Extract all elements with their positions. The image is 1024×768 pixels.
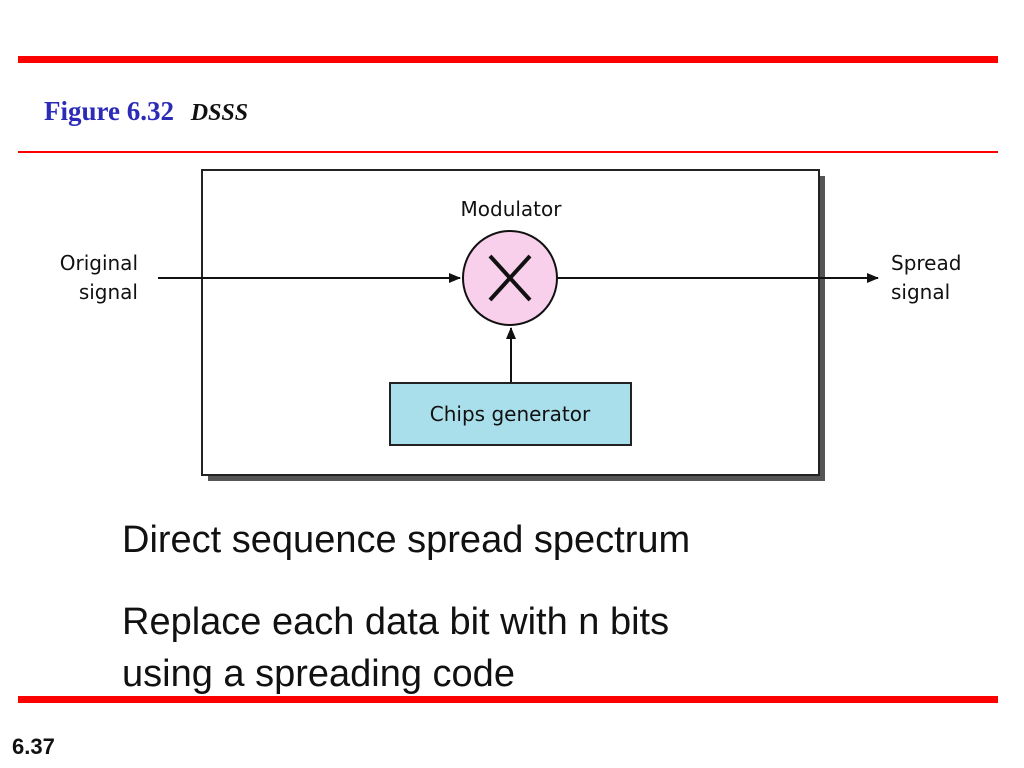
dsss-diagram: Modulator Chips generator Original signa…	[60, 169, 961, 481]
output-label-line1: Spread	[891, 251, 961, 275]
bottom-red-rule	[18, 696, 998, 703]
bullet-replace-bits: Replace each data bit with n bits	[122, 601, 670, 643]
bullet-direct-sequence: Direct sequence spread spectrum	[122, 519, 691, 561]
figure-caption: DSSS	[190, 100, 249, 126]
slide-number: 6.37	[12, 734, 55, 759]
multiply-stroke-b	[488, 254, 532, 302]
title-underline-rule	[18, 151, 998, 153]
chips-generator-box	[389, 382, 632, 446]
modulator-label: Modulator	[461, 197, 563, 221]
figure-title: Figure 6.32 DSSS	[44, 96, 248, 127]
modulator-symbol	[462, 230, 558, 326]
figure-number: Figure 6.32	[44, 96, 174, 126]
top-red-rule	[18, 56, 998, 63]
chips-generator-label: Chips generator	[430, 402, 591, 426]
bullet-spreading-code: using a spreading code	[122, 653, 515, 695]
input-label-line1: Original	[60, 251, 138, 275]
output-label-line2: signal	[891, 280, 950, 304]
input-label-line2: signal	[79, 280, 138, 304]
